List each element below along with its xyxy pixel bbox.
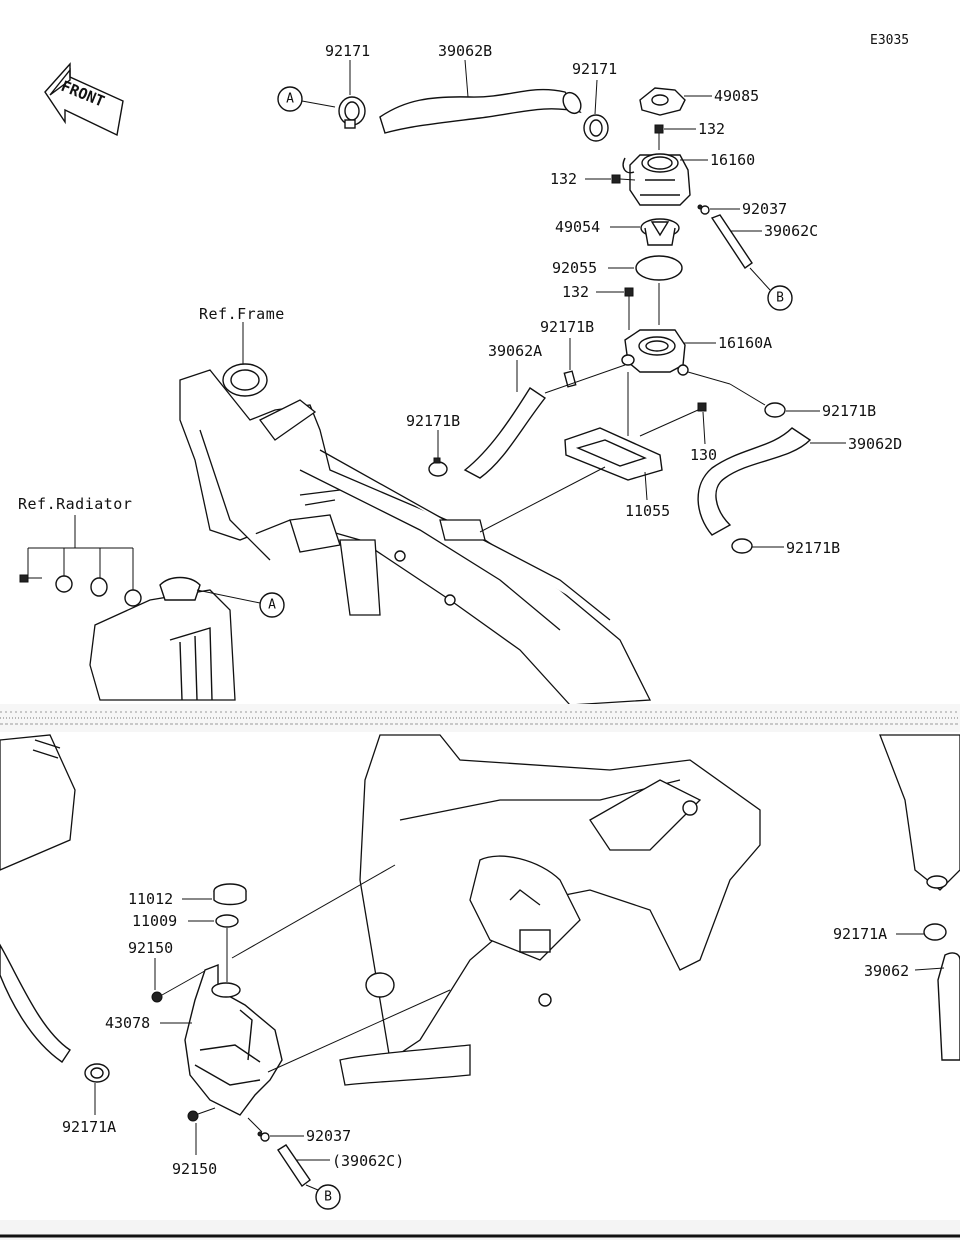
radiator-bottom-right — [879, 734, 960, 891]
gasket-11009 — [215, 914, 239, 928]
clamp-92171-left — [338, 96, 366, 129]
bolt-92150-b — [187, 1107, 216, 1122]
label-92150-a: 92150 — [128, 939, 173, 957]
label-39062C: 39062C — [764, 222, 818, 240]
radiator-collar-icon — [55, 575, 73, 593]
bolt-130 — [697, 402, 707, 412]
svg-text:B: B — [324, 1190, 332, 1205]
label-39062D: 39062D — [848, 435, 902, 453]
label-92171B-left: 92171B — [406, 412, 460, 430]
section-divider — [0, 704, 960, 732]
label-92037-top: 92037 — [742, 200, 787, 218]
o-ring-92055 — [635, 255, 683, 281]
diagram-code: E3035 — [870, 33, 909, 48]
hose-39062 — [937, 952, 960, 1061]
label-92037-bottom: 92037 — [306, 1127, 351, 1145]
main-frame-top — [179, 363, 652, 706]
radiator-bottom-left — [0, 734, 76, 871]
clamp-92171B-bottom — [731, 538, 753, 554]
svg-text:A: A — [286, 92, 294, 107]
hose-39062D — [697, 427, 812, 536]
label-92055: 92055 — [552, 259, 597, 277]
connector-a-top: A — [277, 86, 303, 112]
clip-92037-top — [697, 204, 710, 215]
clip-92037-bottom — [257, 1131, 270, 1142]
bracket-11055 — [564, 427, 663, 481]
label-92150-b: 92150 — [172, 1160, 217, 1178]
radiator-cap-49085 — [639, 87, 686, 116]
label-49054: 49054 — [555, 218, 600, 236]
svg-text:A: A — [268, 598, 276, 613]
radiator-grommet-icon — [90, 577, 108, 597]
label-92171A-right: 92171A — [833, 925, 887, 943]
label-92171B-right: 92171B — [822, 402, 876, 420]
reservoir-cap-11012 — [213, 883, 247, 906]
label-92171B-bottom: 92171B — [786, 539, 840, 557]
label-11009: 11009 — [132, 912, 177, 930]
label-92171-right: 92171 — [572, 60, 617, 78]
radiator-washer-icon — [124, 589, 142, 607]
label-16160: 16160 — [710, 151, 755, 169]
thermostat-49054 — [640, 218, 680, 246]
clamp-92171A-left — [84, 1063, 110, 1083]
hose-39062A — [463, 387, 547, 479]
hose-39062B — [379, 88, 582, 134]
label-132-a: 132 — [698, 120, 725, 138]
label-11055: 11055 — [625, 502, 670, 520]
radiator-top — [89, 576, 236, 701]
connector-b-top: B — [767, 285, 793, 311]
label-43078: 43078 — [105, 1014, 150, 1032]
connector-b-bottom: B — [315, 1184, 341, 1210]
main-frame-bottom — [339, 734, 761, 1086]
hose-lower-left — [0, 943, 71, 1063]
label-49085: 49085 — [714, 87, 759, 105]
ref-frame-label: Ref.Frame — [199, 305, 285, 323]
bolt-132-a — [654, 124, 664, 150]
label-92171-left: 92171 — [325, 42, 370, 60]
connector-a-bottom: A — [259, 592, 285, 618]
radiator-bolt-icon — [19, 574, 42, 583]
hose-39062C — [710, 214, 753, 269]
label-130: 130 — [690, 446, 717, 464]
svg-text:B: B — [776, 291, 784, 306]
front-arrow-icon: FRONT — [44, 62, 124, 137]
label-132-b: 132 — [550, 170, 577, 188]
reservoir-tank-43078 — [184, 963, 283, 1116]
label-39062B: 39062B — [438, 42, 492, 60]
label-92171A-left: 92171A — [62, 1118, 116, 1136]
label-16160A: 16160A — [718, 334, 772, 352]
bolt-132-b — [611, 174, 636, 184]
clamp-92171B-right — [764, 402, 786, 418]
label-39062A: 39062A — [488, 342, 542, 360]
label-39062C-paren: (39062C) — [332, 1152, 404, 1170]
clamp-92171A-right — [923, 923, 947, 941]
label-39062: 39062 — [864, 962, 909, 980]
label-92171B-a: 92171B — [540, 318, 594, 336]
ref-radiator-label: Ref.Radiator — [18, 495, 132, 513]
label-132-c: 132 — [562, 283, 589, 301]
thermostat-housing-16160 — [622, 153, 691, 206]
clamp-92171-right — [583, 114, 609, 142]
bolt-132-c — [624, 287, 634, 305]
bolt-92150-a — [151, 967, 211, 1003]
thermostat-housing-16160A — [621, 329, 689, 376]
hose-39062C-bottom — [277, 1144, 311, 1188]
label-11012: 11012 — [128, 890, 173, 908]
clamp-92171B-left — [428, 457, 448, 477]
